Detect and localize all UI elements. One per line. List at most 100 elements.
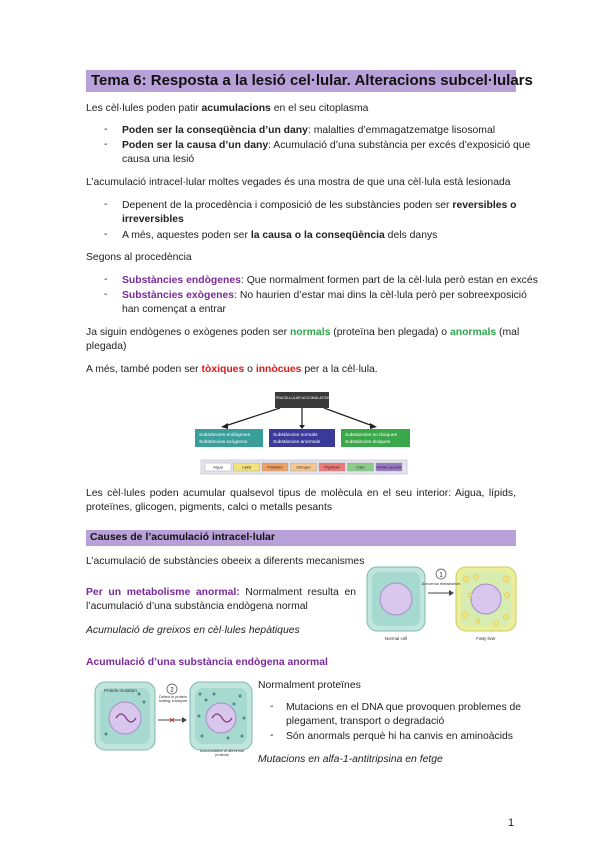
diagram-box-toxicity: Substàncies no tòxiques Substàncies tòxi… bbox=[341, 429, 410, 447]
text: Normalment resulta en bbox=[239, 587, 356, 598]
figure-label-top: Protein mutation bbox=[104, 688, 137, 693]
paragraph-abnormal-metabolism: Per un metabolisme anormal: Normalment r… bbox=[86, 586, 356, 614]
bullet-dna-mutations-cont: plegament, transport o degradació bbox=[286, 716, 445, 727]
text-purple: Per un metabolisme anormal: bbox=[86, 587, 240, 598]
text: o bbox=[244, 364, 256, 375]
diagram-box-origin: Substàncies endògenes Substàncies exògen… bbox=[195, 429, 263, 447]
diagram-box-label: Substàncies exògenes bbox=[199, 439, 248, 445]
diagram-box-label: Substàncies normals bbox=[273, 432, 318, 438]
paragraph-origin: Segons al procedència bbox=[86, 252, 192, 263]
text-bold: Poden ser la conseqüència d’un dany bbox=[122, 125, 308, 136]
strip-swatch bbox=[318, 462, 346, 472]
bullet-dash: - bbox=[104, 124, 108, 135]
text: l’acumulació d’una substància endògena n… bbox=[86, 601, 308, 612]
bullet-dna-mutations: Mutacions en el DNA que provoquen proble… bbox=[286, 702, 522, 713]
paragraph-proteins: Normalment proteïnes bbox=[258, 680, 361, 691]
figure-caption-right: Fatty liver bbox=[476, 636, 496, 641]
diagram-box-label: Substàncies no tòxiques bbox=[345, 432, 398, 438]
bullet-dash: - bbox=[104, 274, 108, 285]
fatty-liver-figure: 1 Abnormal metabolism Normal cell Fatty … bbox=[366, 566, 517, 641]
text: Depenent de la procedència i composició … bbox=[122, 200, 453, 211]
text-bold: Poden ser la causa d’un dany bbox=[122, 140, 269, 151]
paragraph-accumulation: L’acumulació intracel·lular moltes vegad… bbox=[86, 177, 511, 188]
accumulation-diagram: INTRACELLULAR ACCUMULATIONS Substàncies … bbox=[195, 392, 410, 475]
paragraph-toxic: A més, també poden ser tòxiques o innòcu… bbox=[86, 363, 378, 377]
bullet-exogenous-cont: han començat a entrar bbox=[122, 304, 226, 315]
text-purple: Substàncies endògenes bbox=[122, 275, 241, 286]
bullet-amino-acids: Són anormals perquè hi ha canvis en amin… bbox=[286, 731, 513, 742]
abnormal-protein-figure: Protein mutation 2 Defect in protein fol… bbox=[94, 681, 253, 757]
paragraph-intro: Les cèl·lules poden patir acumulacions e… bbox=[86, 102, 368, 116]
text-bold: irreversibles bbox=[122, 214, 184, 225]
block-x-icon: ✕ bbox=[169, 716, 176, 725]
diagram-top-label: INTRACELLULAR ACCUMULATIONS bbox=[271, 396, 333, 400]
paragraph-mechanisms: L’acumulació de substàncies obeeix a dif… bbox=[86, 556, 365, 567]
subheading-abnormal-endogenous: Acumulació d’una substància endògena ano… bbox=[86, 657, 328, 668]
diagram-box-label: Substàncies endògenes bbox=[199, 432, 251, 438]
page-title: Tema 6: Resposta a la lesió cel·lular. A… bbox=[91, 72, 533, 89]
diagram-box-label: Substàncies anormals bbox=[273, 439, 321, 445]
text-green: anormals bbox=[449, 327, 497, 338]
strip-label: Calci bbox=[357, 466, 365, 470]
text: A més, també poden ser bbox=[86, 364, 202, 375]
text: proteïnes, glicogen, pigments, calci o m… bbox=[86, 502, 333, 513]
strip-label: Proteïnes bbox=[267, 466, 283, 470]
text: : Que normalment formen part de la cèl·l… bbox=[240, 275, 538, 286]
bullet-endogenous: Substàncies endògenes: Que normalment fo… bbox=[122, 274, 538, 288]
text: Ja siguin endògenes o exògenes poden ser bbox=[86, 327, 290, 338]
text: en el seu citoplasma bbox=[270, 103, 369, 114]
diagram-box-normality: Substàncies normals Substàncies anormals bbox=[269, 429, 335, 447]
figure-caption-left: Normal cell bbox=[385, 636, 408, 641]
text: dels danys bbox=[384, 230, 438, 241]
bullet-reversible: Depenent de la procedència i composició … bbox=[122, 199, 517, 213]
paragraph-molecules: Les cèl·lules poden acumular qualsevol t… bbox=[86, 487, 516, 515]
text-bold: acumulacions bbox=[201, 103, 271, 114]
bullet-dash: - bbox=[104, 289, 108, 300]
bullet-consequence: Poden ser la conseqüència d’un dany: mal… bbox=[122, 124, 495, 138]
section-title: Causes de l’acumulació intracel·lular bbox=[90, 531, 275, 543]
text: Les cèl·lules poden patir bbox=[86, 103, 202, 114]
text: : No haurien d’estar mai dins la cèl·lul… bbox=[234, 290, 527, 301]
strip-label: Lípids bbox=[242, 466, 252, 470]
bullet-dash: - bbox=[104, 139, 108, 150]
text: per a la cèl·lula. bbox=[301, 364, 378, 375]
bullet-cause-cont: causa una lesió bbox=[122, 154, 195, 165]
bullet-dash: - bbox=[270, 701, 274, 712]
strip-swatch bbox=[204, 462, 232, 472]
text: Les cèl·lules poden acumular qualsevol t… bbox=[86, 488, 516, 499]
text-red: innòcues bbox=[255, 364, 302, 375]
diagram-top-box bbox=[275, 392, 329, 408]
bullet-cause: Poden ser la causa d’un dany: Acumulació… bbox=[122, 139, 530, 153]
text: : Acumulació d’una substància per excés … bbox=[268, 140, 531, 151]
paragraph-normal-abnormal-cont: plegada) bbox=[86, 341, 127, 352]
figure-step-number: 1 bbox=[439, 573, 443, 579]
title-banner: Tema 6: Resposta a la lesió cel·lular. A… bbox=[86, 70, 533, 92]
text-bold: reversibles o bbox=[452, 200, 517, 211]
bullet-cause-consequence: A més, aquestes poden ser la causa o la … bbox=[122, 229, 437, 243]
text: A més, aquestes poden ser bbox=[122, 230, 251, 241]
section-banner: Causes de l’acumulació intracel·lular bbox=[86, 530, 516, 546]
diagram-box-label: Substàncies tòxiques bbox=[345, 439, 391, 445]
strip-label: Glicogen bbox=[296, 466, 310, 470]
text-bold: la causa o la conseqüència bbox=[250, 230, 385, 241]
paragraph-normal-abnormal: Ja siguin endògenes o exògenes poden ser… bbox=[86, 326, 519, 340]
bullet-dash: - bbox=[270, 730, 274, 741]
text: (proteïna ben plegada) o bbox=[330, 327, 450, 338]
paragraph-alpha1: Mutacions en alfa-1-antitripsina en fetg… bbox=[258, 754, 443, 765]
page-number: 1 bbox=[508, 817, 515, 829]
strip-swatch bbox=[375, 462, 403, 472]
figure-arrow-label: Abnormal metabolism bbox=[422, 581, 461, 586]
text-red: tòxiques bbox=[201, 364, 245, 375]
strip-swatch bbox=[233, 462, 260, 472]
paragraph-fatty-liver: Acumulació de greixos en cèl·lules hepàt… bbox=[86, 625, 300, 636]
bullet-dash: - bbox=[104, 229, 108, 240]
strip-label: Aigua bbox=[213, 466, 222, 470]
text: (mal bbox=[496, 327, 520, 338]
text-green: normals bbox=[289, 327, 331, 338]
bullet-exogenous: Substàncies exògenes: No haurien d’estar… bbox=[122, 289, 527, 303]
text-purple: Substàncies exògenes bbox=[122, 290, 235, 301]
text: : malalties d’emmagatzematge lisosomal bbox=[307, 125, 496, 136]
bullet-reversible-cont: irreversibles bbox=[122, 213, 184, 227]
strip-label: Metalls pesants bbox=[377, 466, 402, 470]
